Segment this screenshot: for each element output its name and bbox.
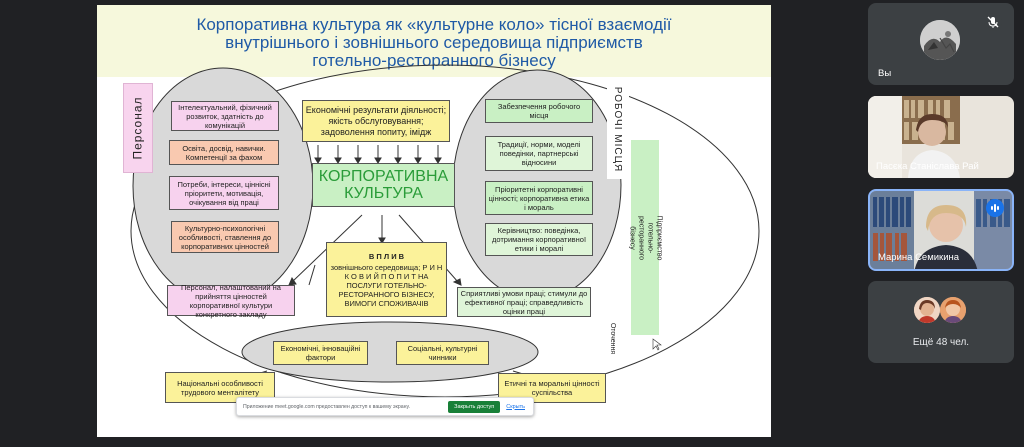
right-side-box-text: Підприємство готельно-ресторанного бізне… — [628, 215, 663, 260]
bottom-ellipse — [241, 321, 539, 383]
social-factors-box: Соціальні, культурні чинники — [396, 341, 489, 365]
more-participants-label: Ещё 48 чел. — [912, 337, 970, 348]
stop-sharing-button[interactable]: Закрыть доступ — [448, 400, 501, 413]
slide-title-line-1: Корпоративна культура як «культурне коло… — [196, 15, 672, 34]
influence-body: зовнішнього середовища; Р И Н К О В И Й … — [330, 262, 443, 308]
right-vertical-label-box: Робочі місця — [607, 79, 629, 179]
participant-tile-2[interactable]: Пасєка Станіслава Рай — [868, 96, 1014, 178]
left-box-1: Інтелектуальний, фізичний розвиток, здат… — [171, 101, 279, 131]
participant-video-2 — [868, 96, 1014, 178]
left-vertical-label: Персонал — [131, 96, 145, 160]
more-participants-tile[interactable]: Ещё 48 чел. — [868, 281, 1014, 363]
participant-name: Марина Семикина — [878, 252, 960, 263]
left-vertical-label-box: Персонал — [123, 83, 153, 173]
mic-off-icon — [987, 16, 999, 28]
right-box-2: Традиції, норми, моделі поведінки, партн… — [485, 136, 593, 171]
mic-off-indicator — [984, 13, 1002, 31]
participant-tile-3[interactable]: Марина Семикина — [868, 189, 1014, 271]
screen-share-notice: Приложение meet.google.com предоставлен … — [236, 397, 534, 416]
avatar-image — [920, 20, 960, 60]
right-box-1: Забезпечення робочого місця — [485, 99, 593, 123]
left-box-4: Культурно-психологічні особливості, став… — [171, 221, 279, 253]
avatar — [940, 297, 966, 323]
center-box: КОРПОРАТИВНА КУЛЬТУРА — [312, 163, 455, 207]
left-box-2: Освіта, досвід, навички. Компетенції за … — [169, 140, 279, 165]
slide-title-line-3: готельно-ресторанного бізнесу — [312, 51, 556, 70]
participant-video-3 — [870, 191, 1012, 269]
economic-factors-box: Економічні, інноваційні фактори — [273, 341, 368, 365]
avatar — [914, 297, 940, 323]
right-vertical-label: Робочі місця — [612, 86, 624, 172]
screen-share-notice-text: Приложение meet.google.com предоставлен … — [243, 403, 410, 410]
avatar-image — [940, 297, 966, 323]
right-box-4: Керівництво: поведінка, дотримання корпо… — [485, 223, 593, 256]
hide-notice-link[interactable]: Скрыть — [506, 403, 525, 410]
mouse-cursor — [652, 338, 662, 351]
right-bottom-box: Сприятливі умови праці; стимули до ефект… — [457, 287, 591, 317]
left-box-3: Потреби, інтереси, ціннісні пріоритети, … — [169, 176, 279, 210]
left-bottom-box: Персонал, налаштований на прийняття цінн… — [167, 283, 295, 319]
participant-name: Пасєка Станіслава Рай — [876, 161, 979, 172]
participant-name: Вы — [878, 68, 892, 79]
environment-label: Оточення — [609, 322, 617, 354]
participant-tile-self[interactable]: Вы — [868, 3, 1014, 85]
avatar — [920, 20, 960, 60]
slide-title-line-2: внутрішнього і зовнішнього середовища пі… — [225, 33, 643, 52]
speaking-indicator — [986, 199, 1004, 217]
top-arrows — [314, 145, 442, 164]
influence-heading: В П Л И В — [368, 251, 405, 261]
top-center-box: Економічні результати діяльності; якість… — [302, 100, 450, 142]
influence-box: В П Л И В зовнішнього середовища; Р И Н … — [326, 242, 447, 317]
shared-screen-slide: Корпоративна культура як «культурне коло… — [97, 5, 771, 437]
environment-label-box: Оточення — [605, 317, 621, 359]
right-box-3: Пріоритетні корпоративні цінності; корпо… — [485, 181, 593, 215]
avatar-image — [914, 297, 940, 323]
right-side-box: Підприємство готельно-ресторанного бізне… — [628, 140, 662, 335]
audio-wave-icon — [991, 204, 999, 212]
